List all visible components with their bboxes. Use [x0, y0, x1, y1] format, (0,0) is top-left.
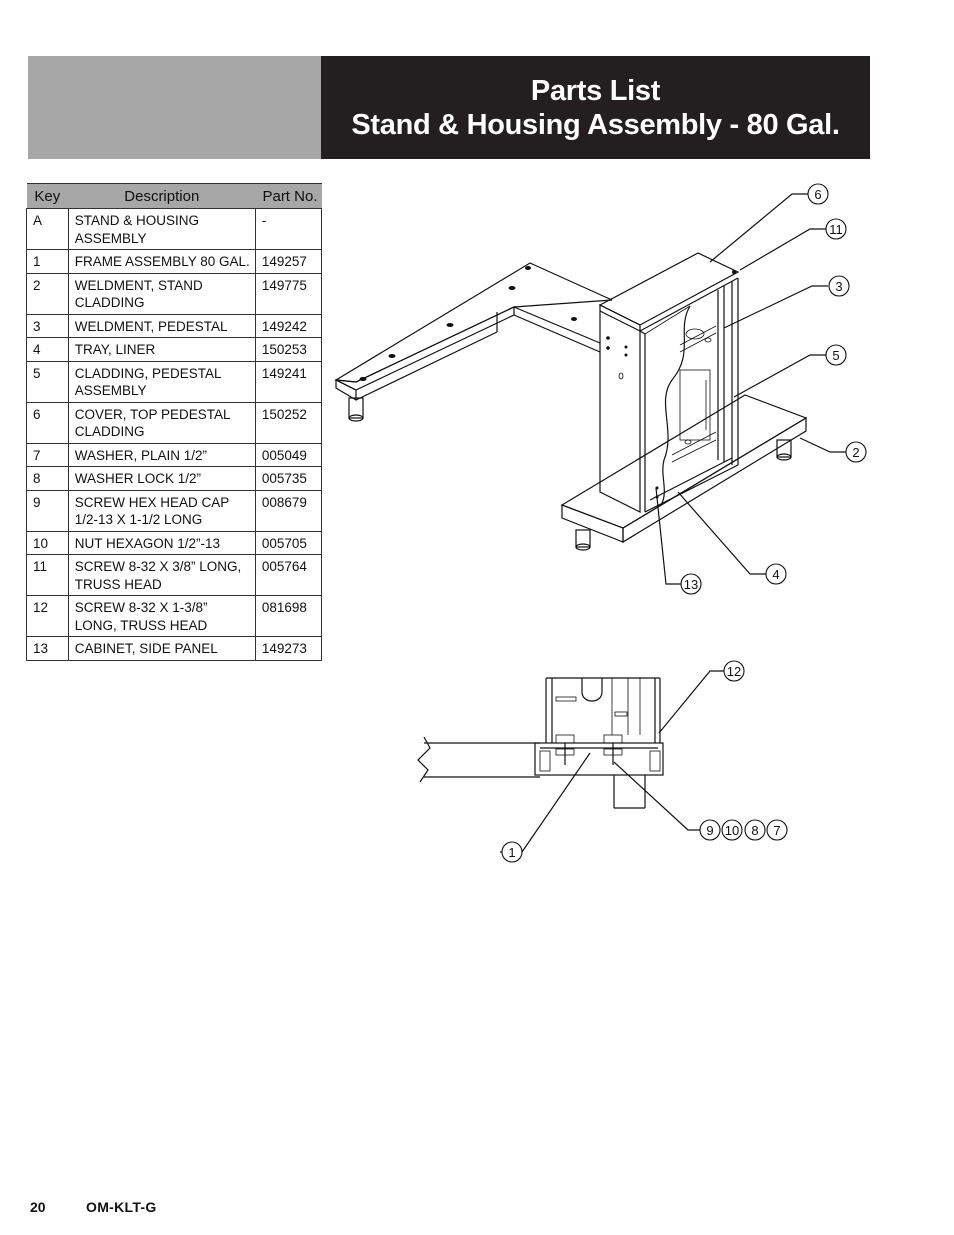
cell-description: COVER, TOP PEDESTAL CLADDING — [67, 401, 256, 444]
cell-key: 7 — [26, 442, 69, 467]
callout-8: 8 — [744, 819, 766, 841]
column-header-description: Description — [68, 183, 256, 209]
cell-key: 12 — [26, 595, 69, 637]
cell-description: WELDMENT, STAND CLADDING — [67, 272, 256, 315]
svg-text:9: 9 — [706, 823, 713, 838]
cell-description: CLADDING, PEDESTAL ASSEMBLY — [67, 360, 256, 403]
cell-description: NUT HEXAGON 1/2”-13 — [67, 530, 256, 555]
cell-key: 1 — [26, 249, 69, 274]
cell-description: STAND & HOUSING ASSEMBLY — [67, 208, 256, 250]
cell-part: 081698 — [254, 595, 323, 637]
callout-10: 10 — [721, 819, 743, 841]
fastener-detail-view — [417, 677, 664, 809]
cell-description: SCREW 8-32 X 3/8” LONG, TRUSS HEAD — [67, 554, 256, 596]
callout-7: 7 — [766, 819, 788, 841]
cell-key: 6 — [26, 401, 69, 444]
upper-leader-lines — [655, 193, 846, 585]
svg-text:4: 4 — [772, 567, 779, 582]
column-header-part-no: Part No. — [255, 183, 322, 209]
svg-text:5: 5 — [832, 348, 839, 363]
document-code: OM-KLT-G — [86, 1199, 157, 1215]
title-line-2: Stand & Housing Assembly - 80 Gal. — [351, 108, 840, 141]
cell-part: 149242 — [254, 313, 323, 338]
svg-text:1: 1 — [508, 845, 515, 860]
column-header-key: Key — [26, 183, 69, 209]
cell-key: A — [26, 208, 69, 250]
cell-description: SCREW 8-32 X 1-3/8” LONG, TRUSS HEAD — [67, 595, 256, 637]
callout-4: 4 — [765, 563, 787, 585]
cell-part: 008679 — [254, 489, 323, 532]
callout-3: 3 — [828, 275, 850, 297]
callout-9: 9 — [699, 819, 721, 841]
cell-description: WELDMENT, PEDESTAL — [67, 313, 256, 338]
cell-key: 10 — [26, 530, 69, 555]
callout-6: 6 — [807, 183, 829, 205]
svg-text:2: 2 — [852, 445, 859, 460]
cell-key: 11 — [26, 554, 69, 596]
callout-5: 5 — [825, 344, 847, 366]
svg-text:11: 11 — [829, 222, 843, 237]
cell-part: 005764 — [254, 554, 323, 596]
callout-11: 11 — [825, 218, 847, 240]
page-title: Parts List Stand & Housing Assembly - 80… — [321, 56, 870, 159]
cell-part: 149257 — [254, 249, 323, 274]
callout-1: 1 — [501, 841, 523, 863]
cell-part: 149241 — [254, 360, 323, 403]
svg-text:3: 3 — [835, 279, 842, 294]
cell-description: TRAY, LINER — [67, 337, 256, 362]
cell-description: WASHER LOCK 1/2” — [67, 466, 256, 491]
table-header-row: Key Description Part No. — [26, 183, 322, 209]
cell-part: 150252 — [254, 401, 323, 444]
cell-part: 149273 — [254, 636, 323, 661]
svg-text:13: 13 — [684, 577, 698, 592]
cell-part: 149775 — [254, 272, 323, 315]
callout-2: 2 — [845, 441, 867, 463]
cell-part: 005735 — [254, 466, 323, 491]
svg-text:7: 7 — [773, 823, 780, 838]
svg-text:10: 10 — [725, 823, 739, 838]
cell-key: 9 — [26, 489, 69, 532]
title-line-1: Parts List — [530, 74, 661, 107]
page-number: 20 — [30, 1199, 46, 1215]
callout-13: 13 — [680, 573, 702, 595]
cell-part: 005049 — [254, 442, 323, 467]
stand-isometric-view — [334, 252, 808, 551]
header-gray-block — [28, 56, 321, 159]
svg-text:6: 6 — [814, 187, 821, 202]
svg-text:12: 12 — [727, 664, 741, 679]
cell-description: WASHER, PLAIN 1/2” — [67, 442, 256, 467]
callout-12: 12 — [723, 660, 745, 682]
cell-description: CABINET, SIDE PANEL — [67, 636, 256, 661]
cell-part: - — [254, 208, 323, 250]
cell-key: 3 — [26, 313, 69, 338]
svg-text:8: 8 — [751, 823, 758, 838]
